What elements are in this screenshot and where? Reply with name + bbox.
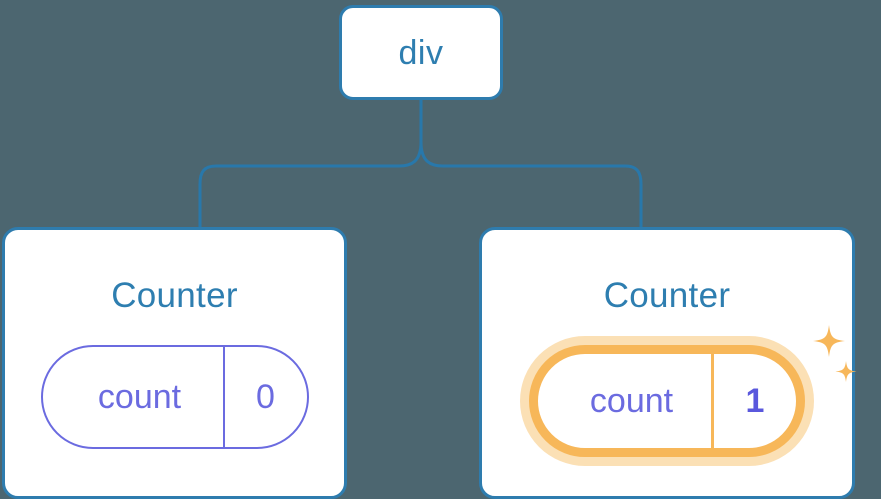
state-key: count xyxy=(97,378,182,416)
connector-branch-left xyxy=(198,140,423,229)
component-card-counter-left[interactable]: Counter count 0 xyxy=(2,227,347,499)
component-card-counter-right[interactable]: Counter count 1 xyxy=(479,227,857,499)
connector-branch-right xyxy=(419,140,643,229)
state-pill-wrapper-right: count 1 xyxy=(529,325,857,457)
state-pill-highlighted[interactable]: count 1 xyxy=(529,345,805,457)
sparkle-group xyxy=(813,325,857,382)
component-title: Counter xyxy=(111,276,238,315)
state-value: 1 xyxy=(745,382,765,420)
state-pill[interactable]: count 0 xyxy=(40,345,309,449)
root-node-div[interactable]: div xyxy=(339,5,503,100)
state-value: 0 xyxy=(256,378,275,416)
root-node-label: div xyxy=(398,33,444,72)
state-divider xyxy=(711,354,714,448)
state-divider xyxy=(222,347,225,447)
sparkle-icon-large xyxy=(813,325,845,357)
component-title: Counter xyxy=(603,276,731,315)
state-pill-wrapper-left: count 0 xyxy=(40,345,309,449)
state-key: count xyxy=(589,382,674,420)
sparkle-icon-small xyxy=(835,361,857,382)
